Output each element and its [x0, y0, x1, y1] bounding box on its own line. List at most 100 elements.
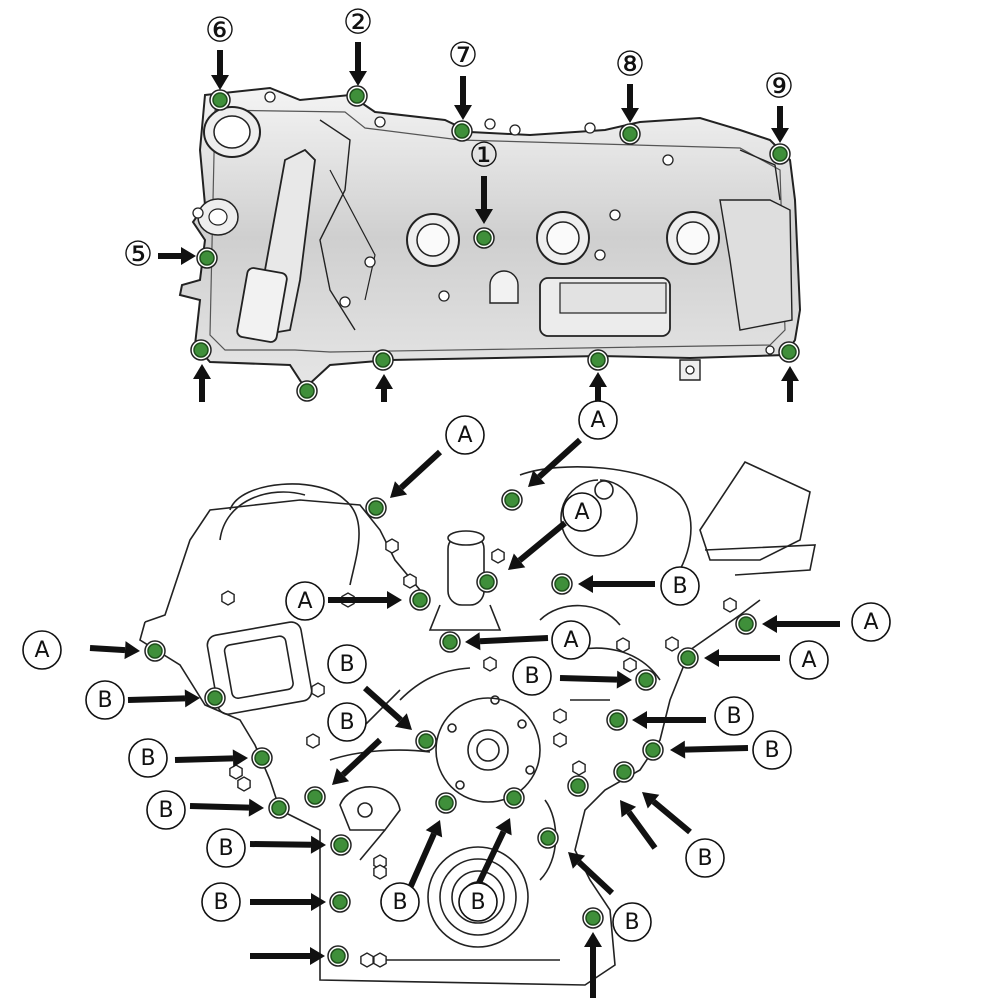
- bolt-35-hex-bolt-icon: [330, 834, 352, 856]
- hex-nut-21: [723, 597, 737, 613]
- arrow-1: [211, 50, 229, 90]
- arrow-2: [349, 42, 367, 86]
- arrow-6: [475, 176, 493, 224]
- bolt-markers: [144, 85, 800, 967]
- callout-b-9: B: [146, 790, 186, 830]
- bolt-24-hex-bolt-icon: [606, 709, 628, 731]
- callout-b-14: B: [685, 838, 725, 878]
- arrow-13: [528, 437, 583, 487]
- svg-text:B: B: [764, 738, 779, 763]
- bolt-arrows: [89, 42, 840, 998]
- bolt-18-hex-bolt-icon: [551, 573, 573, 595]
- callout-b-6: B: [752, 730, 792, 770]
- arrow-9: [375, 374, 393, 402]
- svg-text:B: B: [213, 890, 228, 915]
- arrow-12: [390, 449, 443, 498]
- callout-b-12: B: [380, 882, 420, 922]
- bolt-6-hex-bolt-icon: [473, 227, 495, 249]
- hex-nut-13: [237, 776, 251, 792]
- callout-2: ②: [343, 3, 373, 43]
- callout-a-6: A: [851, 602, 891, 642]
- arrow-22: [363, 685, 412, 730]
- bolt-9-hex-bolt-icon: [296, 380, 318, 402]
- hex-nut-14: [306, 733, 320, 749]
- callout-b-5: B: [714, 696, 754, 736]
- hex-nut-9: [623, 657, 637, 673]
- arrow-4: [621, 84, 639, 123]
- hex-nut-19: [553, 732, 567, 748]
- callout-b-1: B: [85, 680, 125, 720]
- arrow-21: [578, 575, 655, 593]
- svg-text:B: B: [392, 890, 407, 915]
- svg-text:B: B: [97, 688, 112, 713]
- hex-nut-8: [616, 637, 630, 653]
- callout-a-4: A: [285, 581, 325, 621]
- svg-text:B: B: [726, 704, 741, 729]
- arrow-8: [193, 364, 211, 402]
- bolt-7-hex-bolt-icon: [196, 247, 218, 269]
- svg-text:A: A: [590, 408, 605, 433]
- arrow-27: [174, 749, 248, 768]
- hex-nut-7: [553, 708, 567, 724]
- callout-a-3: A: [562, 492, 602, 532]
- bolt-32-hex-bolt-icon: [567, 775, 589, 797]
- arrow-16: [89, 641, 140, 660]
- hex-nut-1: [221, 590, 235, 606]
- arrow-36: [568, 852, 615, 896]
- arrow-17: [762, 615, 840, 633]
- svg-text:B: B: [158, 798, 173, 823]
- callout-b-13: B: [458, 882, 498, 922]
- bolt-17-hex-bolt-icon: [439, 631, 461, 653]
- hex-nut-20: [572, 760, 586, 776]
- callout-5: ⑤: [123, 235, 153, 275]
- svg-text:B: B: [524, 664, 539, 689]
- bolt-31-hex-bolt-icon: [503, 787, 525, 809]
- callout-1: ①: [469, 136, 499, 176]
- bolt-25-hex-bolt-icon: [642, 739, 664, 761]
- svg-text:B: B: [218, 836, 233, 861]
- callout-8: ⑧: [615, 45, 645, 85]
- baffle-plate: [489, 149, 793, 381]
- arrow-33: [475, 818, 512, 887]
- bolt-11-hex-bolt-icon: [587, 349, 609, 371]
- hex-nut-6: [483, 656, 497, 672]
- arrow-7: [158, 247, 196, 265]
- arrow-30: [250, 893, 326, 911]
- arrow-15: [328, 591, 402, 609]
- svg-text:A: A: [863, 610, 878, 635]
- bolt-1-hex-bolt-icon: [209, 89, 231, 111]
- arrow-19: [465, 632, 549, 651]
- svg-text:B: B: [339, 652, 354, 677]
- bolt-22-hex-bolt-icon: [677, 647, 699, 669]
- bolt-20-hex-bolt-icon: [204, 687, 226, 709]
- hex-nut-5: [491, 548, 505, 564]
- callout-b-2: B: [660, 566, 700, 606]
- arrow-31: [250, 947, 325, 965]
- cover-inner-rim: [209, 109, 786, 353]
- hex-nut-3: [403, 573, 417, 589]
- arrow-18: [704, 649, 780, 667]
- hex-nut-10: [665, 636, 679, 652]
- callout-a-5: A: [22, 630, 62, 670]
- bolt-37-hex-bolt-icon: [327, 945, 349, 967]
- bolt-28-hex-bolt-icon: [304, 786, 326, 808]
- bolt-29-hex-bolt-icon: [268, 797, 290, 819]
- arrow-5: [771, 106, 789, 143]
- callout-9: ⑨: [764, 67, 794, 107]
- bolt-5-hex-bolt-icon: [769, 143, 791, 165]
- svg-text:A: A: [801, 648, 816, 673]
- bolt-14-hex-bolt-icon: [501, 489, 523, 511]
- bolt-4-hex-bolt-icon: [619, 123, 641, 145]
- coil-holes: [406, 211, 720, 267]
- svg-text:B: B: [339, 710, 354, 735]
- hex-nut-18: [360, 952, 374, 968]
- arrow-34: [620, 800, 658, 850]
- callout-b-11: B: [201, 882, 241, 922]
- hex-nut-16: [373, 864, 387, 880]
- arrow-3: [454, 76, 472, 120]
- arrow-10: [589, 372, 607, 402]
- svg-text:B: B: [624, 910, 639, 935]
- arrow-26: [332, 737, 383, 785]
